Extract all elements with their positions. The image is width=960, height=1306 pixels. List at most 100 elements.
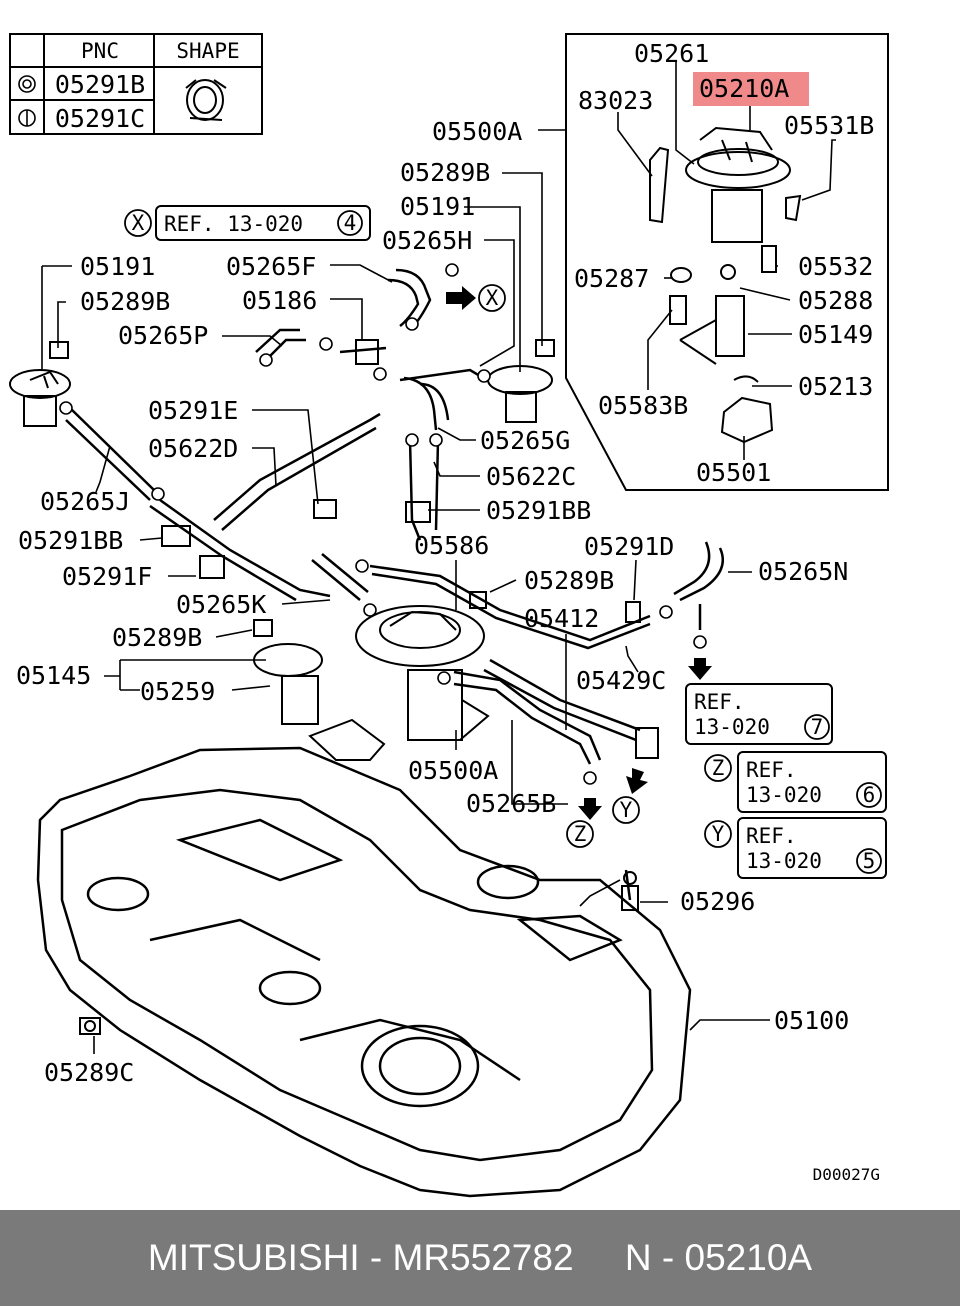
marker-z-circle — [566, 820, 594, 848]
footer-bar: MITSUBISHI - MR552782 N - 05210A — [0, 1210, 960, 1306]
label-05291f: 05291F — [62, 562, 152, 591]
label-05583b: 05583B — [598, 391, 688, 420]
marker-z: Z — [574, 822, 587, 846]
ref7-line2: 13-020 — [694, 715, 770, 739]
ref6-line2: 13-020 — [746, 783, 822, 807]
label-05296: 05296 — [680, 887, 755, 916]
ref6-num-circle — [856, 782, 882, 808]
legend-pnc-header: PNC — [81, 39, 119, 63]
ref5-box — [737, 817, 887, 879]
ref7-num: 7 — [811, 715, 824, 739]
label-05289b-d: 05289B — [112, 623, 202, 652]
label-05265k: 05265K — [176, 590, 266, 619]
label-05287: 05287 — [574, 264, 649, 293]
leader-lines — [41, 62, 836, 1054]
marker-x-circle — [124, 209, 152, 237]
ref6-letter: Z — [712, 756, 725, 780]
label-05265g: 05265G — [480, 426, 570, 455]
legend-row1-pnc: 05291B — [55, 70, 145, 99]
label-05289c: 05289C — [44, 1058, 134, 1087]
connectors — [161, 339, 659, 759]
marker-y: Y — [620, 798, 633, 822]
label-05145: 05145 — [16, 661, 91, 690]
label-05622d: 05622D — [148, 434, 238, 463]
label-05265f: 05265F — [226, 252, 316, 281]
label-05622c: 05622C — [486, 462, 576, 491]
ref-x-box — [155, 205, 371, 241]
label-05210a-highlighted: 05210A — [699, 74, 789, 103]
ref6-num: 6 — [863, 783, 876, 807]
legend-row2-pnc: 05291C — [55, 104, 145, 133]
parts-diagram: PNC SHAPE 05291B 05291C — [9, 33, 889, 1198]
ref5-line2: 13-020 — [746, 849, 822, 873]
fuel-pump-module — [649, 126, 802, 444]
label-05501: 05501 — [696, 458, 771, 487]
ref5-line1: REF. — [746, 824, 797, 848]
label-05412: 05412 — [524, 604, 599, 633]
ref7-line1: REF. — [694, 690, 745, 714]
fuel-level-sender — [253, 619, 386, 761]
label-83023: 83023 — [578, 86, 653, 115]
legend-shape-header: SHAPE — [176, 39, 239, 63]
diagram-code: D00027G — [813, 1165, 880, 1184]
label-05291bb-b: 05291BB — [486, 496, 591, 525]
label-05291e: 05291E — [148, 396, 238, 425]
label-05291d: 05291D — [584, 532, 674, 561]
label-05191-b: 05191 — [80, 252, 155, 281]
ref-x-text: REF. 13-020 — [164, 212, 303, 236]
ref7-num-circle — [804, 714, 830, 740]
label-05149: 05149 — [798, 320, 873, 349]
label-05265p: 05265P — [118, 321, 208, 350]
label-05291bb-a: 05291BB — [18, 526, 123, 555]
ref7-box — [685, 683, 833, 745]
label-05289b-c: 05289B — [524, 566, 614, 595]
ref-x-num-circle — [337, 210, 363, 236]
label-05289b-b: 05289B — [80, 287, 170, 316]
ref6-box — [737, 751, 887, 813]
label-05213: 05213 — [798, 372, 873, 401]
marker-y-circle — [612, 796, 640, 824]
circle-bar-icon — [18, 109, 36, 127]
pump-box-outline — [565, 33, 889, 491]
marker-x-right: X — [486, 286, 499, 310]
label-05288: 05288 — [798, 286, 873, 315]
label-05265n: 05265N — [758, 557, 848, 586]
highlight-box — [693, 72, 809, 106]
label-05500a-top: 05500A — [432, 117, 522, 146]
label-05259: 05259 — [140, 677, 215, 706]
direction-arrows — [446, 286, 712, 820]
footer-text: MITSUBISHI - MR552782 N - 05210A — [147, 1237, 813, 1278]
hose-clamps — [59, 263, 707, 785]
label-05532: 05532 — [798, 252, 873, 281]
ref6-line1: REF. — [746, 758, 797, 782]
label-05100: 05100 — [774, 1006, 849, 1035]
ref5-letter-circle — [704, 820, 732, 848]
fuel-sender-right — [487, 339, 555, 423]
marker-x-left: X — [132, 211, 145, 235]
marker-x-circle-2 — [478, 284, 506, 312]
ref5-num: 5 — [863, 849, 876, 873]
label-05586: 05586 — [414, 531, 489, 560]
ref5-letter: Y — [712, 822, 725, 846]
label-05531b: 05531B — [784, 111, 874, 140]
label-05265j: 05265J — [40, 487, 130, 516]
label-05261: 05261 — [634, 39, 709, 68]
ref6-letter-circle — [704, 754, 732, 782]
label-05500a-b: 05500A — [408, 756, 498, 785]
label-05186: 05186 — [242, 286, 317, 315]
label-05429c: 05429C — [576, 666, 666, 695]
legend-table — [9, 33, 263, 135]
label-05289b-a: 05289B — [400, 158, 490, 187]
valve-05296 — [621, 871, 639, 911]
double-circle-icon — [18, 75, 36, 93]
label-05191-a: 05191 — [400, 192, 475, 221]
ref5-num-circle — [856, 848, 882, 874]
drain-plug — [79, 1017, 101, 1035]
ref-x-num: 4 — [344, 211, 357, 235]
label-05265h: 05265H — [382, 226, 472, 255]
fuel-pump-main — [355, 605, 490, 741]
label-05265b: 05265B — [466, 789, 556, 818]
fuel-sender-left — [9, 341, 71, 427]
fuel-tank — [36, 746, 692, 1198]
hose-clamp-icon — [185, 79, 227, 121]
